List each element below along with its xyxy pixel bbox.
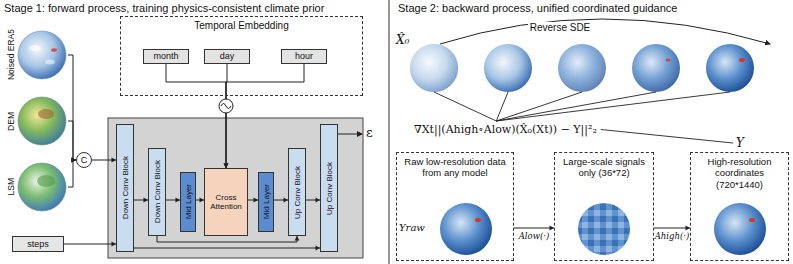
box-label: day [220,51,235,61]
mid-layer: Mid Layer [180,172,196,232]
field-label: LSM [6,178,16,195]
leader-line [496,92,508,121]
label-column: DEM [4,92,17,150]
time-box: day [204,49,250,64]
panel-title: Temporal Embedding [121,17,362,32]
panel-title: Large-scale signals only (36*72) [555,153,653,179]
data-panel: High-resolution coordinates (720*1440) [690,152,789,261]
concat-circle: C [76,152,92,168]
output-arrow [338,134,362,135]
leader-line [496,92,656,121]
connector [68,121,76,162]
block-label: Up Conv Block [293,166,302,219]
connector [157,236,299,242]
conv-block: Down Conv Block [116,124,134,252]
leader-line [601,130,733,144]
conv-block: Up Conv Block [288,148,306,236]
connector [68,158,76,187]
connector [166,198,180,203]
connector-line [166,64,226,168]
operator-label: Alow(·) [519,231,550,241]
math-symbol: X̂₀ [396,33,409,47]
input-field: DEM [4,92,68,150]
math-symbol: Y [736,136,744,150]
connector-line [68,121,76,160]
connector [68,55,76,162]
block-label: Up Conv Block [325,162,334,215]
connector [248,198,258,203]
connector-line [68,55,76,160]
embedding-group: Temporal Embedding month day hour [120,16,363,96]
connector-line [514,228,554,229]
connector [134,198,148,203]
panel-divider [389,0,390,264]
leader-line [434,92,496,121]
block-label: Mid Layer [184,184,193,219]
connector [654,226,690,231]
connector [196,198,204,203]
connector [92,158,116,163]
conv-block: Down Conv Block [148,148,166,236]
sampling-globes [410,44,754,92]
connector-line [134,248,320,249]
connector-line [64,244,116,245]
block-label: Down Conv Block [153,160,162,223]
leader-line [496,92,730,121]
time-box: hour [281,49,327,64]
attention-block: Cross Attention [204,168,248,236]
data-panel: Large-scale signals only (36*72) [554,152,654,261]
box-label: Cross Attention [205,193,247,211]
operator-label: Ahigh(·) [655,231,690,241]
data-panel: Raw low-resolution data from any model [396,152,514,261]
connector-line [654,228,690,229]
input-box: steps [12,236,64,252]
process-label: Reverse SDE [528,22,593,33]
connector [134,246,320,251]
network-panel [108,118,363,258]
connector-line [68,160,76,187]
input-field: Noised ERA5 [4,26,68,84]
leader-line [496,92,582,121]
sinusoidal-embedding [219,99,233,113]
block-label: Mid Layer [262,184,271,219]
panel-title: High-resolution coordinates (720*1440) [691,153,788,190]
stage-heading: Stage 1: forward process, training physi… [4,2,324,14]
field-label: DEM [6,112,16,131]
connector [166,64,228,168]
box-label: steps [27,239,49,249]
guidance-globes [440,203,766,255]
connector [514,226,554,231]
connector [306,198,320,203]
guidance-formula: ∇Xt||(Ahigh∘Alow)(X̂₀(Xt)) − Y||²₂ [414,123,597,136]
connector [64,242,116,247]
reverse-arc [440,19,770,44]
mid-layer: Mid Layer [258,172,274,232]
connector-line [157,236,297,242]
input-globes [18,31,66,211]
connector [274,198,288,203]
label-column: Noised ERA5 [4,26,17,84]
conv-block: Up Conv Block [320,124,338,252]
box-label: hour [295,51,313,61]
math-symbol: Yraw [399,222,425,233]
arrowhead [295,236,300,241]
box-label: C [81,155,88,165]
box-label: month [153,51,178,61]
stage-heading: Stage 2: backward process, unified coord… [398,2,677,14]
output-symbol: ε [366,125,373,140]
block-label: Down Conv Block [121,156,130,219]
field-label: Noised ERA5 [6,29,16,80]
panel-title: Raw low-resolution data from any model [397,153,513,179]
label-column: LSM [4,158,17,216]
time-box: month [143,49,189,64]
input-field: LSM [4,158,68,216]
